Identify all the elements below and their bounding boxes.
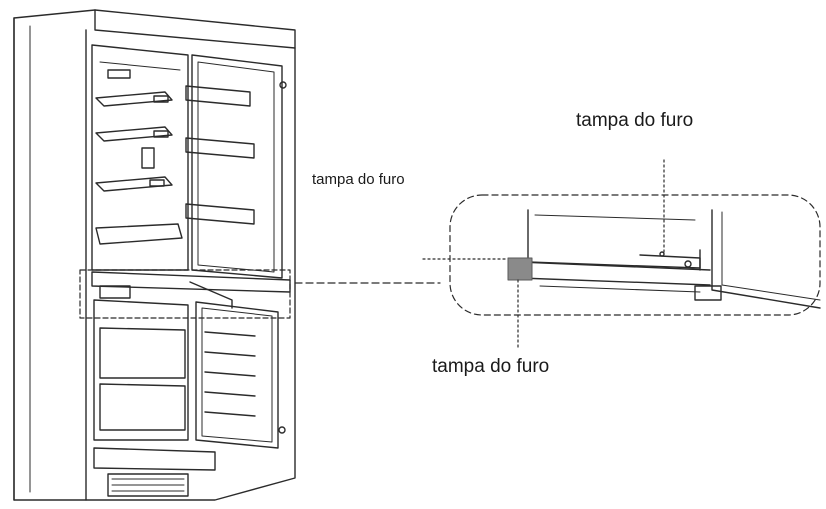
freezer-drawer-1: [99, 327, 186, 379]
detail-frame: [449, 194, 821, 316]
door-hinge-bottom: [278, 426, 286, 434]
fridge-door-bin-3: [185, 203, 255, 225]
freezer-door-inner: [201, 307, 273, 443]
shelf-support-1: [153, 95, 169, 103]
fridge-door: [191, 54, 283, 279]
detail-open-door: [711, 209, 821, 309]
fridge-shelf-2: [95, 126, 173, 142]
divider-hinge-block: [99, 285, 131, 299]
detail-door-panel: [527, 209, 701, 269]
divider-hinge-arm: [189, 281, 233, 309]
freezer-door-bin-3: [204, 371, 256, 377]
fridge-door-bin-1: [185, 85, 251, 107]
freezer-interior: [93, 299, 189, 441]
detail-hole: [659, 251, 665, 257]
door-hinge-top: [279, 81, 287, 89]
detail-callout: [422, 159, 821, 349]
fridge-shelf-4: [95, 223, 183, 245]
detail-gasket: [539, 285, 701, 293]
freezer-door-bin-5: [204, 411, 256, 417]
control-panel: [141, 147, 155, 169]
detail-hinge-screw: [684, 260, 692, 268]
freezer-door-bin-1: [204, 331, 256, 337]
freezer-door-bin-2: [204, 351, 256, 357]
freezer-door: [195, 301, 279, 449]
fridge-shelf-3: [95, 176, 173, 192]
fridge-door-inner: [197, 61, 275, 273]
hole-cover-label-top: tampa do furo: [576, 110, 694, 131]
detail-hinge-rail: [639, 254, 701, 271]
detail-divider-top: [519, 261, 711, 271]
detail-divider-bottom: [519, 277, 711, 286]
refrigerator-illustration: [13, 9, 296, 501]
hole-cover-label-bottom: tampa do furo: [432, 356, 550, 377]
detail-door-inner: [534, 214, 696, 221]
shelf-support-2: [153, 130, 169, 138]
freezer-door-bin-4: [204, 391, 256, 397]
shelf-support-3: [149, 179, 165, 187]
cabinet-shell: [13, 9, 296, 501]
hole-cover-marker: [507, 257, 533, 281]
cabinet-top-edge: [94, 9, 296, 49]
rear-vent: [107, 69, 131, 79]
fridge-back-top: [99, 61, 181, 71]
freezer-drawer-2: [99, 383, 186, 431]
fridge-interior: [91, 44, 189, 271]
hole-cover-label-middle: tampa do furo: [312, 171, 405, 188]
detail-hinge-bracket: [694, 285, 722, 301]
selection-box: [79, 269, 291, 319]
vent-grille: [107, 473, 189, 497]
detail-open-door-inner: [721, 211, 821, 301]
fridge-shelf-1: [95, 91, 173, 107]
fridge-door-bin-2: [185, 137, 255, 159]
base-plate: [93, 447, 216, 471]
